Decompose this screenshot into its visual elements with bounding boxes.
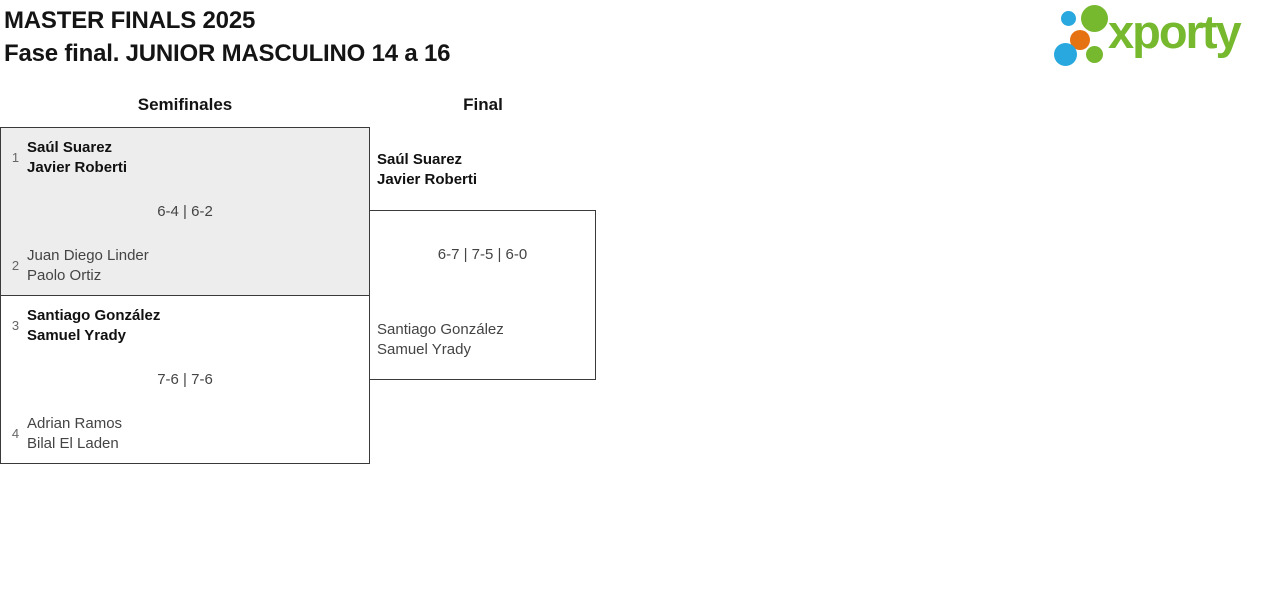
final-match[interactable]: 6-7 | 7-5 | 6-0 Santiago González Samuel… <box>369 210 596 380</box>
team-players: Saúl Suarez Javier Roberti <box>27 138 127 177</box>
round-header-final: Final <box>463 95 503 114</box>
xporty-logo[interactable]: xporty <box>1050 0 1280 72</box>
match-score: 6-4 | 6-2 <box>157 203 213 220</box>
semifinal-2-team-1: 3 Santiago González Samuel Yrady <box>10 306 160 345</box>
player-name: Saúl Suarez <box>27 139 113 156</box>
final-match-score: 6-7 | 7-5 | 6-0 <box>437 246 528 263</box>
seed-badge: 4 <box>11 426 20 441</box>
logo-dot-blue-large-icon <box>1054 43 1077 66</box>
semifinal-1-team-2: 2 Juan Diego Linder Paolo Ortiz <box>10 246 149 285</box>
semifinal-2-match[interactable]: 3 Santiago González Samuel Yrady 7-6 | 7… <box>1 296 369 463</box>
page-title-block: MASTER FINALS 2025 Fase final. JUNIOR MA… <box>4 4 450 70</box>
team-players: Adrian Ramos Bilal El Laden <box>27 414 122 453</box>
match-score: 7-6 | 7-6 <box>157 371 213 388</box>
player-name: Bilal El Laden <box>27 434 119 452</box>
seed-badge: 2 <box>11 258 20 273</box>
logo-dot-green-large-icon <box>1081 5 1108 32</box>
final-winner-team: Saúl Suarez Javier Roberti <box>377 150 477 189</box>
logo-dot-green-small-icon <box>1086 46 1103 63</box>
tournament-title: MASTER FINALS 2025 <box>4 7 256 34</box>
logo-wordmark: xporty <box>1108 5 1242 58</box>
logo-dot-blue-small-icon <box>1061 11 1076 26</box>
round-header-semifinals: Semifinales <box>137 95 233 114</box>
player-name: Juan Diego Linder <box>27 247 149 264</box>
semifinals-column: 1 Saúl Suarez Javier Roberti 6-4 | 6-2 2… <box>0 127 370 464</box>
final-team-2: Santiago González Samuel Yrady <box>377 320 504 359</box>
semifinal-2-team-2: 4 Adrian Ramos Bilal El Laden <box>10 414 122 453</box>
team-players: Santiago González Samuel Yrady <box>27 306 160 345</box>
player-name: Javier Roberti <box>27 158 128 176</box>
semifinal-1-team-1: 1 Saúl Suarez Javier Roberti <box>10 138 127 177</box>
player-name: Samuel Yrady <box>377 340 471 358</box>
logo-dot-orange-icon <box>1070 30 1090 50</box>
player-name: Javier Roberti <box>377 170 478 188</box>
team-players: Juan Diego Linder Paolo Ortiz <box>27 246 149 285</box>
player-name: Adrian Ramos <box>27 415 123 432</box>
seed-badge: 1 <box>11 150 20 165</box>
player-name: Santiago González <box>377 321 504 338</box>
player-name: Samuel Yrady <box>27 326 126 344</box>
semifinal-1-match[interactable]: 1 Saúl Suarez Javier Roberti 6-4 | 6-2 2… <box>1 128 369 296</box>
player-name: Paolo Ortiz <box>27 266 102 284</box>
player-name: Santiago González <box>27 307 161 324</box>
phase-subtitle: Fase final. JUNIOR MASCULINO 14 a 16 <box>4 40 451 67</box>
seed-badge: 3 <box>11 318 20 333</box>
player-name: Saúl Suarez <box>377 151 463 168</box>
